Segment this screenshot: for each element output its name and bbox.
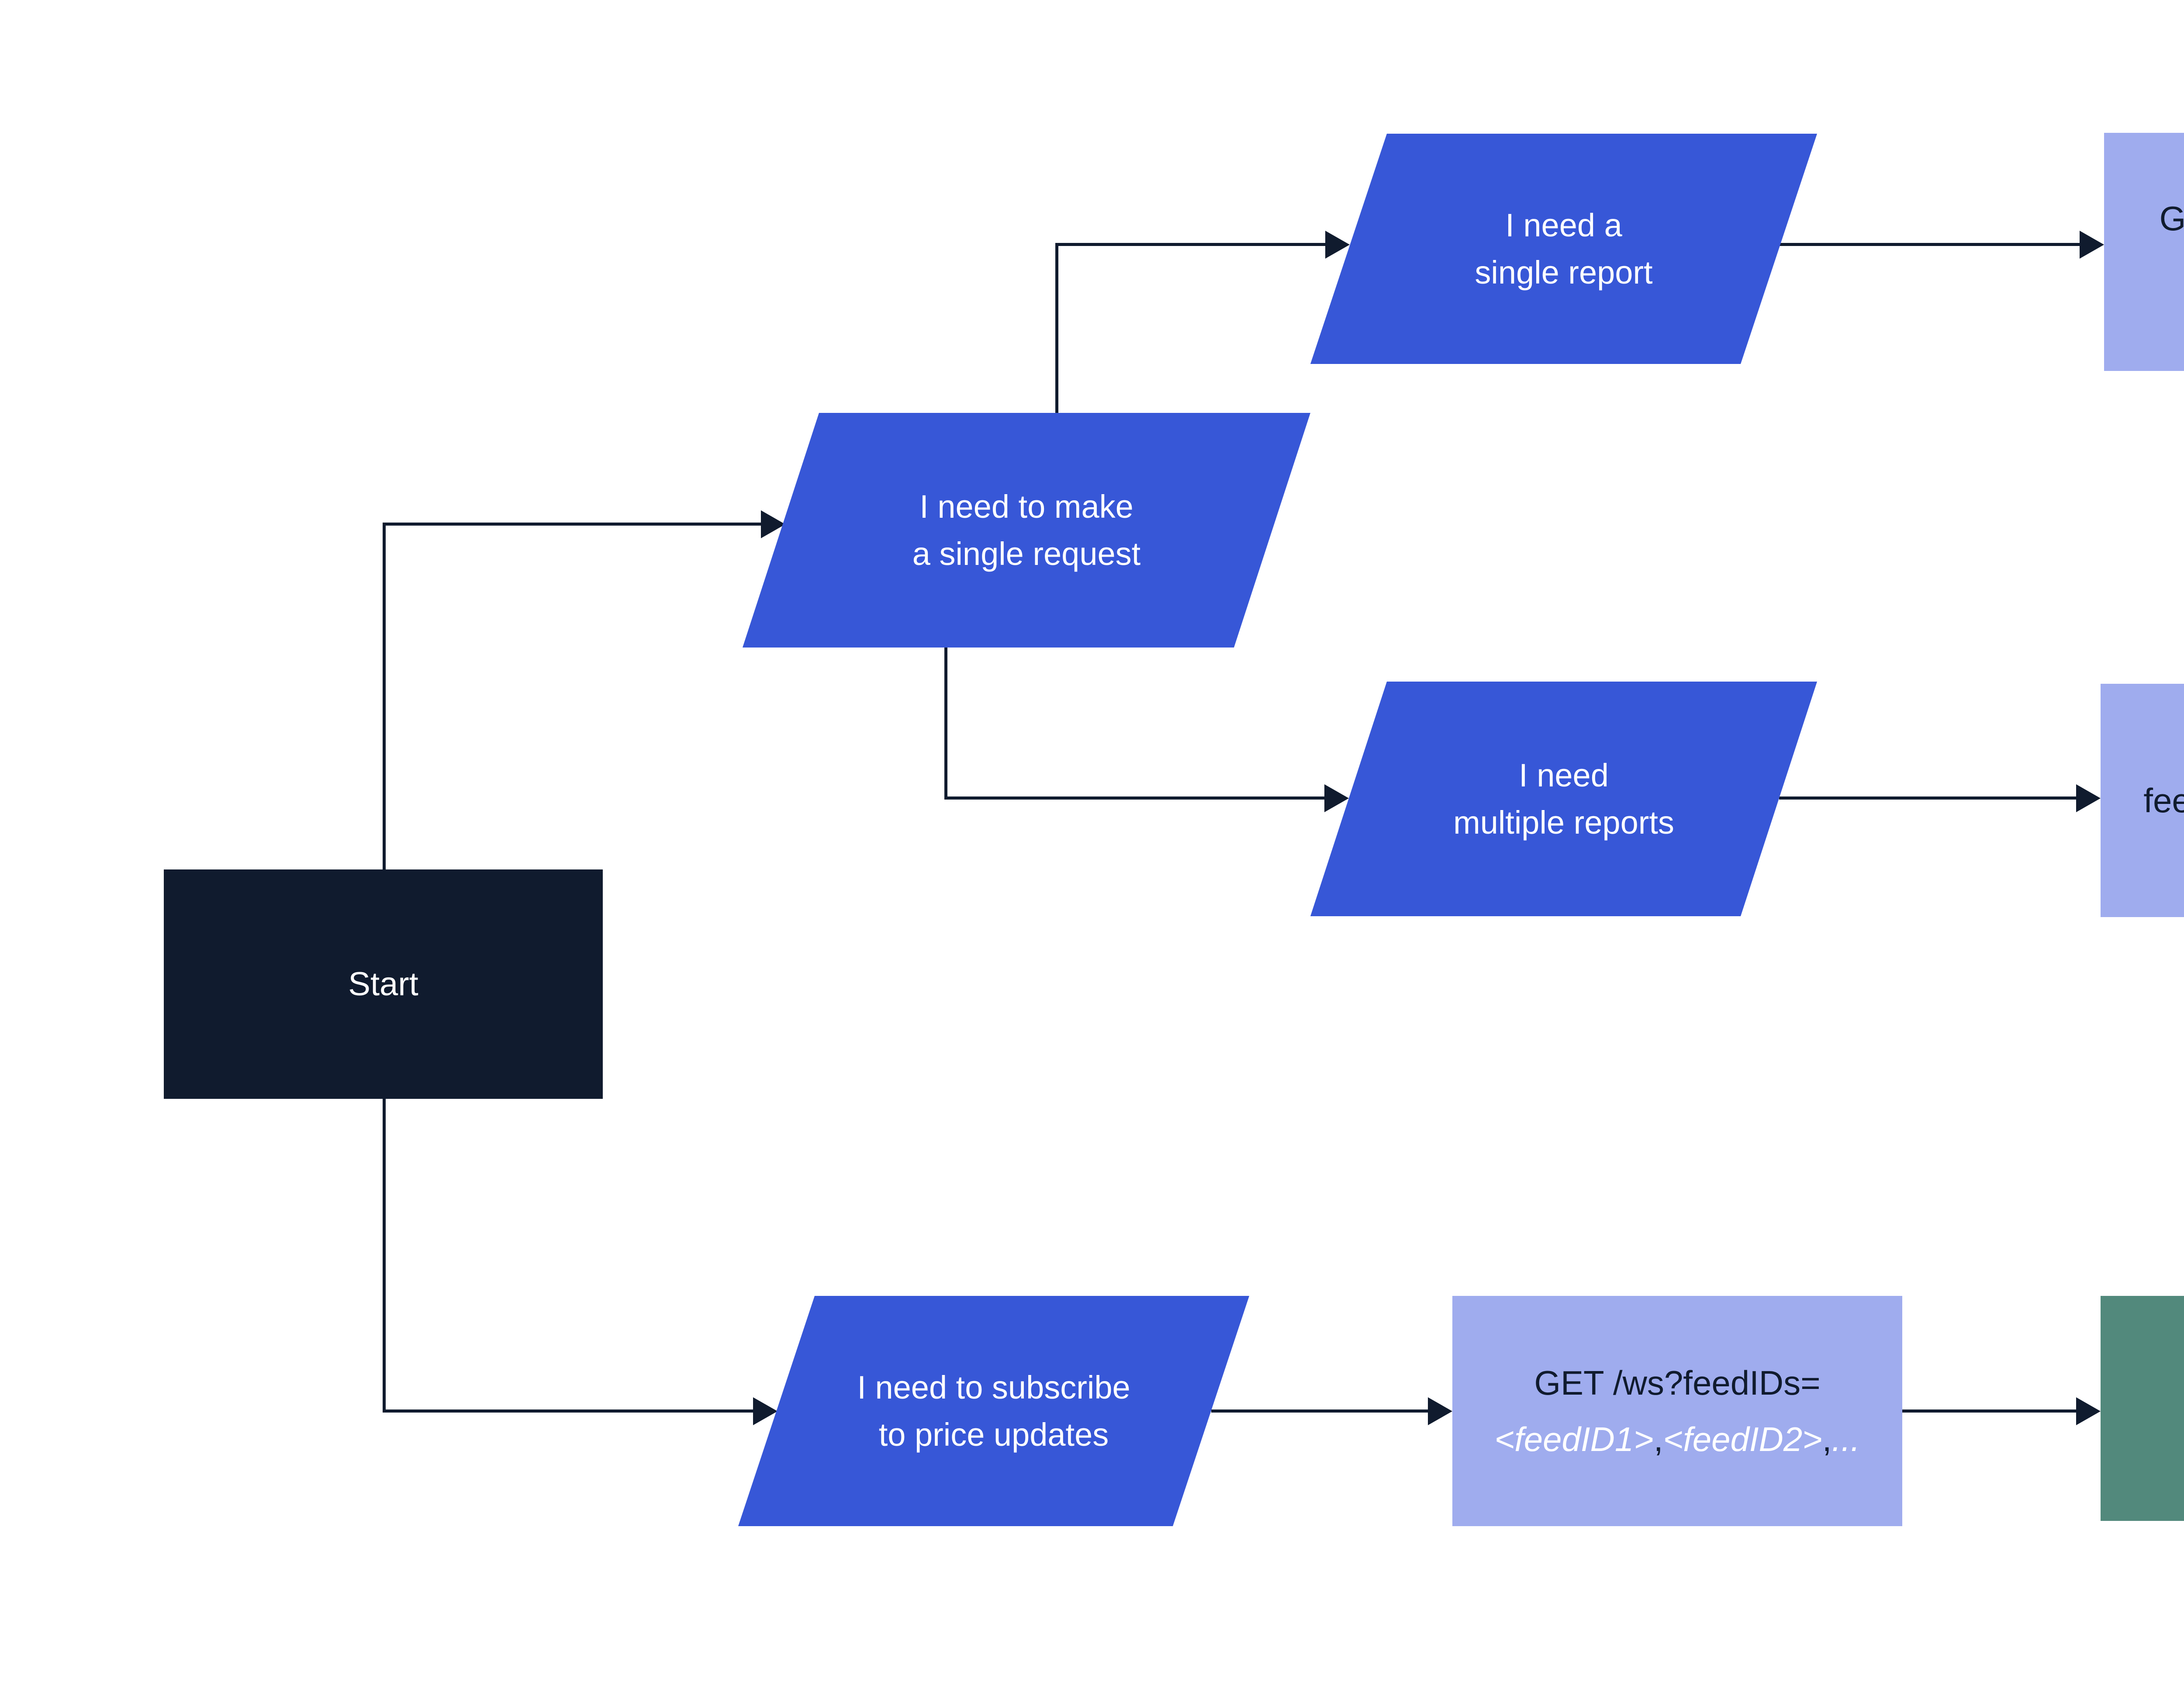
node-label-line: I need: [1519, 757, 1609, 794]
connector-multiple-reports-to-get-reports-bulk: [1779, 796, 2079, 800]
request-line: GET /ws?feedIDs=: [1534, 1355, 1820, 1411]
connector-single-request-to-multiple-reports-vertical: [944, 644, 947, 800]
request-text: feedIDs=: [2143, 781, 2184, 820]
arrowhead-icon: [1428, 1397, 1452, 1425]
request-line: feedIDs=<feedID1>,<feedID2>,...&: [2143, 775, 2184, 826]
connector-single-request-to-multiple-reports-horizontal: [944, 796, 1327, 800]
node-label-line: a single request: [912, 535, 1141, 572]
node-label-line: I need a: [1505, 207, 1622, 244]
ellipsis-placeholder: ...: [1832, 1420, 1860, 1458]
connector-start-to-subscribe-vertical: [383, 1098, 386, 1412]
ws-stream-result-node: [feedID1, report] [feedID2, report] ...: [2101, 1296, 2184, 1521]
node-label-line: I need to subscribe: [857, 1369, 1130, 1406]
single-report-node: I need a single report: [1310, 134, 1817, 364]
arrowhead-icon: [2076, 784, 2101, 812]
arrowhead-icon: [1324, 784, 1349, 812]
connector-single-request-to-single-report-vertical: [1055, 243, 1058, 417]
arrowhead-icon: [1325, 231, 1350, 259]
node-label-line: single report: [1475, 254, 1653, 291]
connector-start-to-subscribe-horizontal: [383, 1409, 756, 1413]
request-text: ,: [1653, 1420, 1663, 1458]
node-label-line: multiple reports: [1453, 804, 1674, 841]
request-line: <feedID1>,<feedID2>,...: [1495, 1411, 1860, 1468]
start-label: Start: [348, 966, 418, 1003]
connector-subscribe-to-get-ws: [1211, 1409, 1431, 1413]
node-label-line: I need to make: [919, 488, 1133, 525]
request-text: GET /reports?feedID=: [2159, 199, 2184, 238]
subscribe-node: I need to subscribe to price updates: [738, 1296, 1249, 1526]
connector-start-to-single-request-horizontal: [383, 523, 764, 526]
feed-id1-placeholder: <feedID1>: [1494, 1420, 1654, 1458]
arrowhead-icon: [2080, 231, 2104, 259]
connector-single-report-to-get-reports: [1779, 243, 2082, 246]
arrowhead-icon: [2076, 1397, 2101, 1425]
connector-single-request-to-single-report-horizontal: [1055, 243, 1328, 246]
connector-get-ws-to-ws-stream-result: [1902, 1409, 2079, 1413]
request-text: GET /ws?feedIDs=: [1534, 1363, 1821, 1402]
start-node: Start: [164, 869, 603, 1099]
multiple-reports-node: I need multiple reports: [1310, 682, 1817, 916]
request-text: ,: [1822, 1420, 1832, 1458]
get-reports-request-node: GET /reports?feedID=<feedID>& timestamp=…: [2104, 133, 2184, 371]
feed-id2-placeholder: <feedID2>: [1663, 1420, 1822, 1458]
get-reports-bulk-request-node: GET /reports/bulk? feedIDs=<feedID1>,<fe…: [2101, 684, 2184, 917]
request-line: GET /reports?feedID=<feedID>&: [2160, 185, 2184, 252]
node-label-line: to price updates: [878, 1416, 1109, 1453]
connector-start-to-single-request-vertical: [383, 523, 386, 871]
single-request-node: I need to make a single request: [743, 413, 1310, 648]
get-ws-request-node: GET /ws?feedIDs= <feedID1>,<feedID2>,...: [1452, 1296, 1902, 1526]
